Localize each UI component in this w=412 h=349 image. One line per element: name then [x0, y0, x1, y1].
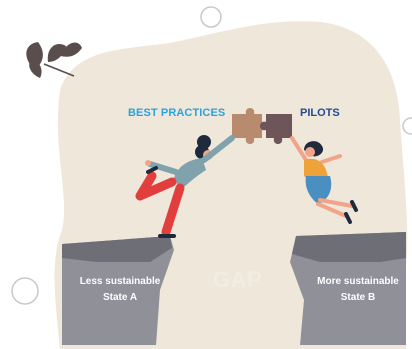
figure-left	[135, 135, 235, 238]
decor-circle-left	[11, 277, 39, 305]
figure-right	[290, 136, 358, 224]
leaves-icon	[26, 42, 82, 78]
pilots-label: PILOTS	[300, 107, 340, 119]
state-a-line1: Less sustainable	[79, 276, 161, 287]
state-a-line2: State A	[102, 292, 138, 303]
decor-circle-top	[200, 6, 222, 28]
state-a-label: Less sustainable State A	[70, 274, 170, 306]
gap-label: GAP	[213, 267, 263, 292]
state-b-line2: State B	[340, 292, 376, 303]
cliff-left	[62, 236, 174, 345]
puzzle-piece-left-icon	[232, 108, 268, 144]
state-b-label: More sustainable State B	[300, 274, 412, 306]
best-practices-label: BEST PRACTICES	[128, 107, 226, 119]
decor-circle-right	[402, 117, 412, 135]
puzzle-piece-right-icon	[260, 114, 292, 144]
state-b-line1: More sustainable	[317, 276, 399, 287]
cliff-right	[290, 232, 406, 345]
